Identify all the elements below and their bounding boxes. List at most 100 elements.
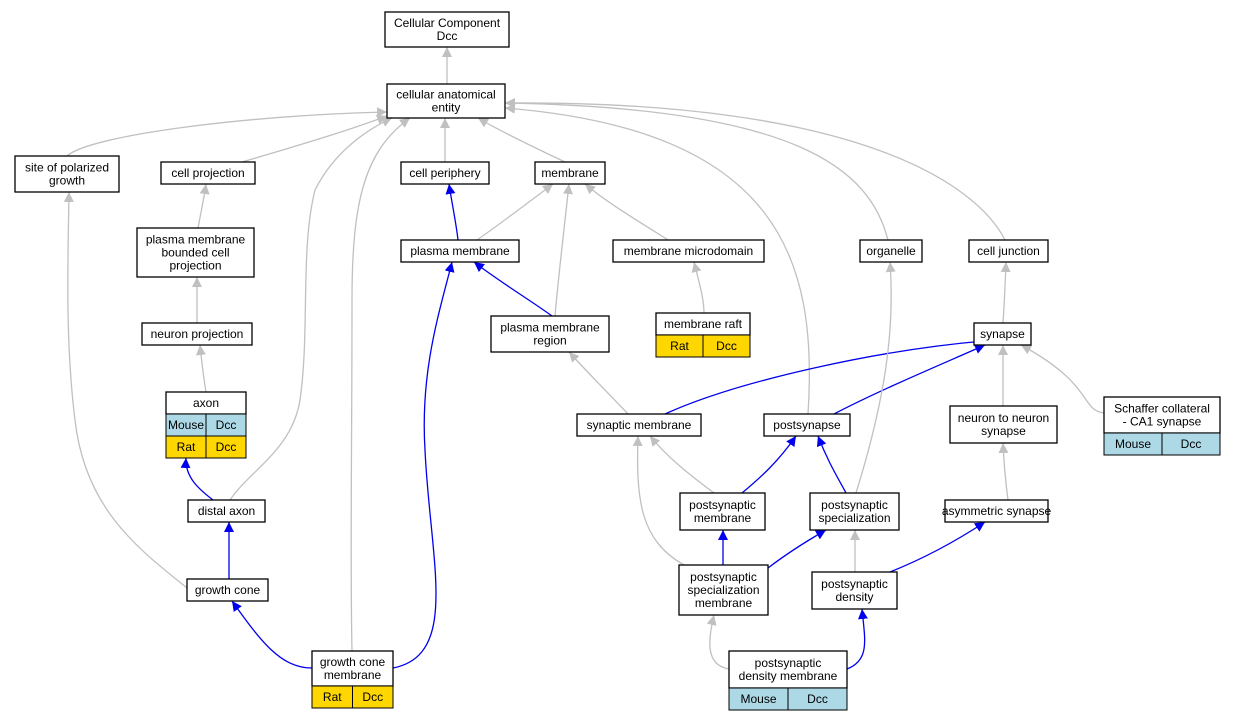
node-label: cell periphery [409,166,480,180]
node-cell-projection[interactable]: cell projection [160,161,256,185]
node-cell-junction[interactable]: cell junction [968,239,1049,263]
node-label: postsynaptic [821,498,888,512]
edge-synapse-to-cell-junction [1000,261,1011,324]
edge-growth-cone-membrane-to-plasma-membrane [392,261,455,669]
node-synapse[interactable]: synapse [973,322,1032,346]
node-membrane[interactable]: membrane [534,161,606,185]
node-box [973,322,1032,346]
node-label: - CA1 synapse [1123,415,1202,429]
node-label: specialization [687,583,759,597]
node-box [534,161,606,185]
species-badge-cell [352,685,394,709]
node-box [400,161,490,185]
gene-badge: Dcc [1181,437,1202,451]
node-label: neuron to neuron [958,411,1049,425]
node-box [576,413,702,437]
node-growth-cone[interactable]: growth cone [186,578,269,602]
edge-schaffer-collateral-to-synapse [1020,344,1105,414]
node-box [612,239,765,263]
node-label: postsynaptic [689,498,756,512]
node-cell-periphery[interactable]: cell periphery [400,161,490,185]
node-membrane-microdomain[interactable]: membrane microdomain [612,239,765,263]
node-label: density membrane [739,669,838,683]
node-box [678,564,769,616]
node-label: plasma membrane [146,233,246,247]
node-label: membrane [541,166,599,180]
node-distal-axon[interactable]: distal axon [187,499,266,523]
node-organelle[interactable]: organelle [859,239,923,263]
edge-growth-cone-membrane-to-cellular-anatomical-entity [350,117,411,652]
edge-cell-projection-to-cellular-anatomical-entity [241,114,388,163]
node-label: axon [193,396,219,410]
node-label: cellular anatomical [396,88,495,102]
edge-postsynaptic-membrane-to-postsynapse [741,435,797,494]
node-label: growth cone [320,655,386,669]
node-label: projection [169,259,221,273]
node-label: membrane [695,596,753,610]
node-label: postsynaptic [755,656,822,670]
node-label: membrane [694,511,752,525]
gene-badge: Dcc [216,418,237,432]
node-label: density [835,590,873,604]
node-box [968,239,1049,263]
node-label: site of polarized [25,161,109,175]
edge-cell-junction-to-cellular-anatomical-entity [504,97,1006,241]
node-asymmetric-synapse[interactable]: asymmetric synapse [942,499,1052,523]
node-label: region [533,334,566,348]
edge-postsynaptic-specialization-membrane-to-postsynaptic-specialization [767,529,827,569]
node-box [859,239,923,263]
node-box [811,571,898,610]
gene-badge: Dcc [716,339,737,353]
edge-growth-cone-membrane-to-growth-cone [231,600,313,669]
node-label: bounded cell [161,246,229,260]
species-badge: Mouse [1115,437,1151,451]
species-badge-cell [1161,432,1221,456]
node-label: organelle [866,244,916,258]
node-synaptic-membrane[interactable]: synaptic membrane [576,413,702,437]
node-box [384,11,510,48]
node-box [311,650,394,687]
node-label: growth [49,174,85,188]
node-label: growth cone [195,583,261,597]
node-box [187,499,266,523]
node-label: cell projection [171,166,244,180]
node-label: neuron projection [151,327,244,341]
edge-postsynaptic-density-membrane-to-postsynaptic-specialization-membrane [706,614,730,670]
node-label: membrane [324,668,382,682]
edge-growth-cone-to-site-of-polarized-growth [63,191,188,589]
node-label: plasma membrane [500,321,600,335]
node-label: postsynaptic [821,577,888,591]
node-label: synapse [981,424,1026,438]
node-box [141,322,253,346]
node-neuron-projection[interactable]: neuron projection [141,322,253,346]
edge-distal-axon-to-cellular-anatomical-entity [229,117,393,501]
node-label: postsynapse [773,418,841,432]
species-badge-cell [702,334,751,358]
node-label: distal axon [198,504,255,518]
edge-postsynaptic-density-to-asymmetric-synapse [889,521,986,573]
node-box [949,405,1058,444]
species-badge-cell [787,687,848,711]
node-plasma-membrane[interactable]: plasma membrane [400,239,520,263]
node-box [386,83,506,119]
node-postsynapse[interactable]: postsynapse [763,413,851,437]
node-label: asymmetric synapse [942,504,1052,518]
node-box [763,413,851,437]
edge-organelle-to-cellular-anatomical-entity [504,98,889,241]
